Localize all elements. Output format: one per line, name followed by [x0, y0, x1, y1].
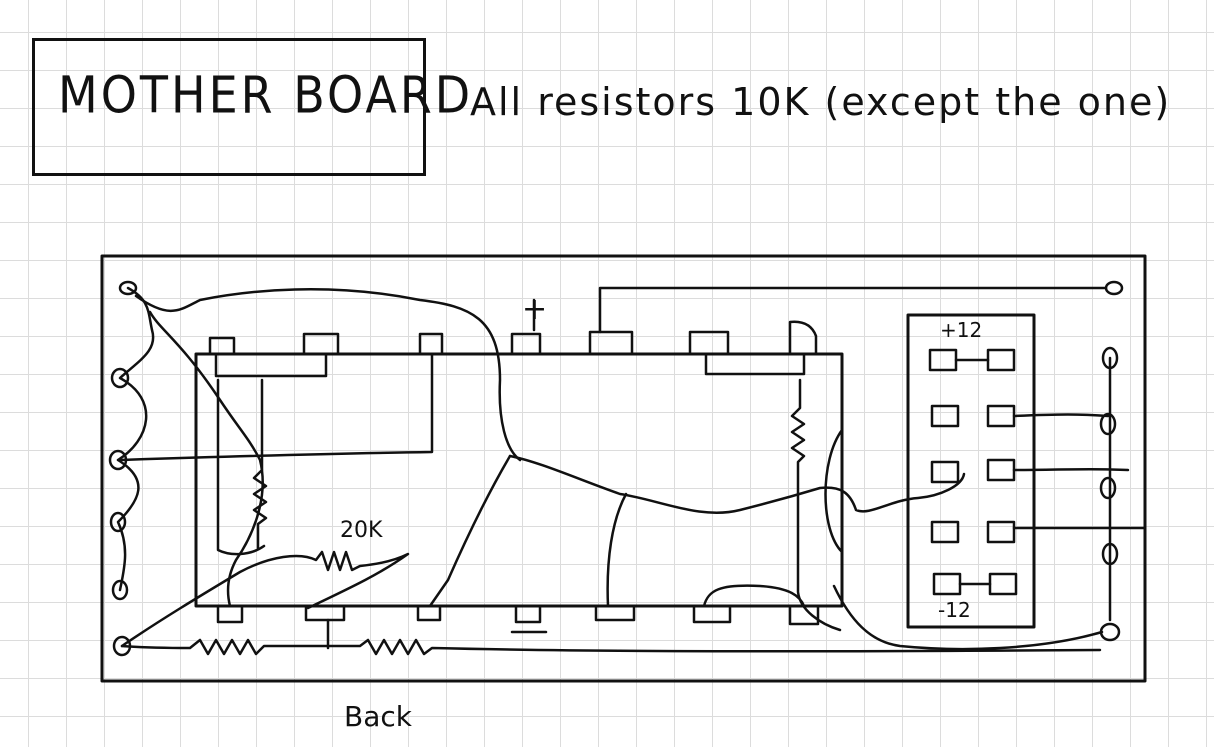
- chip-pin: [416, 604, 442, 622]
- chip-pin: [208, 336, 236, 356]
- bottom-pins: [216, 604, 820, 634]
- chip-pin: [594, 604, 636, 622]
- resistor-20k-label: 20K: [340, 518, 383, 543]
- board-outline: [100, 254, 1147, 683]
- connector-pad: [1104, 280, 1124, 296]
- chip-pin: [514, 604, 542, 624]
- left-connectors: [108, 280, 138, 657]
- chip-body: [194, 352, 844, 608]
- minus12-label: -12: [938, 598, 971, 622]
- chip-pin: [510, 332, 542, 356]
- chip-pin: [692, 604, 732, 624]
- back-label: Back: [344, 700, 412, 733]
- resistor-note: All resistors 10K (except the one): [470, 80, 1172, 124]
- chip-pin: [788, 604, 820, 626]
- title-box: [32, 38, 426, 176]
- connector-pad: [109, 511, 127, 533]
- plus-label: +: [522, 292, 548, 327]
- connector-pad: [111, 579, 129, 601]
- chip-pin: [788, 320, 818, 356]
- connector-pad: [1099, 622, 1121, 642]
- connector-pad: [118, 280, 138, 296]
- chip-pin: [588, 330, 634, 356]
- chip-pin: [304, 604, 346, 622]
- chip-pin: [302, 332, 340, 356]
- top-pins: [208, 320, 818, 356]
- chip-pin: [418, 332, 444, 356]
- right-connectors: [1099, 280, 1124, 642]
- power-pads: [928, 348, 1018, 596]
- connector-pad: [1099, 476, 1117, 500]
- chip-pin: [216, 604, 244, 624]
- plus12-label: +12: [940, 318, 983, 342]
- page-title: MOTHER BOARD: [58, 65, 474, 125]
- connector-pad: [1099, 412, 1117, 436]
- wires: [116, 286, 1146, 656]
- connector-pad: [110, 367, 130, 389]
- chip-pin: [688, 330, 730, 356]
